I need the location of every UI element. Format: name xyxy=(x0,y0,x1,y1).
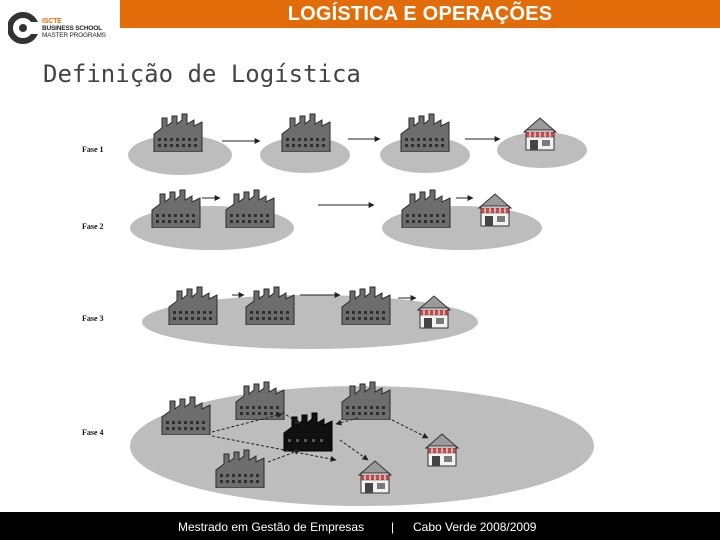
factory-icon xyxy=(401,189,451,228)
footer: Mestrado em Gestão de Empresas | Cabo Ve… xyxy=(0,512,720,540)
factory-icon xyxy=(245,286,295,325)
fase-label-3: Fase 3 xyxy=(82,314,104,323)
factory-icon xyxy=(151,189,201,228)
arrow xyxy=(211,412,283,433)
store-icon xyxy=(523,117,557,151)
logo-line-1: ISCTE xyxy=(42,18,62,25)
slide-title: Definição de Logística xyxy=(43,60,361,88)
factory-icon xyxy=(341,286,391,325)
fase-1-row xyxy=(128,113,587,175)
header-title: LOGÍSTICA E OPERAÇÕES xyxy=(287,3,553,25)
factory-icon xyxy=(153,113,203,152)
platform xyxy=(142,295,478,349)
fase-2-row xyxy=(130,189,542,250)
header-bar: LOGÍSTICA E OPERAÇÕES xyxy=(120,0,720,28)
fase-label-2: Fase 2 xyxy=(82,222,104,231)
fase-label-4: Fase 4 xyxy=(82,428,104,437)
arrow xyxy=(211,435,337,462)
iscte-logo-icon xyxy=(8,12,40,44)
arrow xyxy=(267,449,301,463)
factory-icon xyxy=(225,189,275,228)
footer-separator: | xyxy=(391,520,395,534)
factory-icon xyxy=(281,113,331,152)
logo-line-3: MASTER PROGRAMS xyxy=(42,32,106,39)
logo: ISCTE BUSINESS SCHOOL MASTER PROGRAMS xyxy=(0,0,120,60)
footer-course: Mestrado em Gestão de Empresas xyxy=(178,520,365,534)
fase-3-row xyxy=(142,286,478,349)
factory-icon xyxy=(235,381,285,420)
store-icon xyxy=(478,193,512,227)
factory-icon xyxy=(168,286,218,325)
footer-place: Cabo Verde 2008/2009 xyxy=(413,520,537,534)
logo-line-2: BUSINESS SCHOOL xyxy=(42,25,102,32)
arrow xyxy=(281,411,301,425)
fase-label-1: Fase 1 xyxy=(82,145,104,154)
logo-text: ISCTE BUSINESS SCHOOL MASTER PROGRAMS xyxy=(42,18,106,39)
fase-4-row xyxy=(130,381,594,506)
arrow xyxy=(391,419,429,439)
store-icon xyxy=(417,295,451,329)
arrow xyxy=(339,439,369,461)
factory-icon xyxy=(400,113,450,152)
arrow xyxy=(335,417,359,426)
